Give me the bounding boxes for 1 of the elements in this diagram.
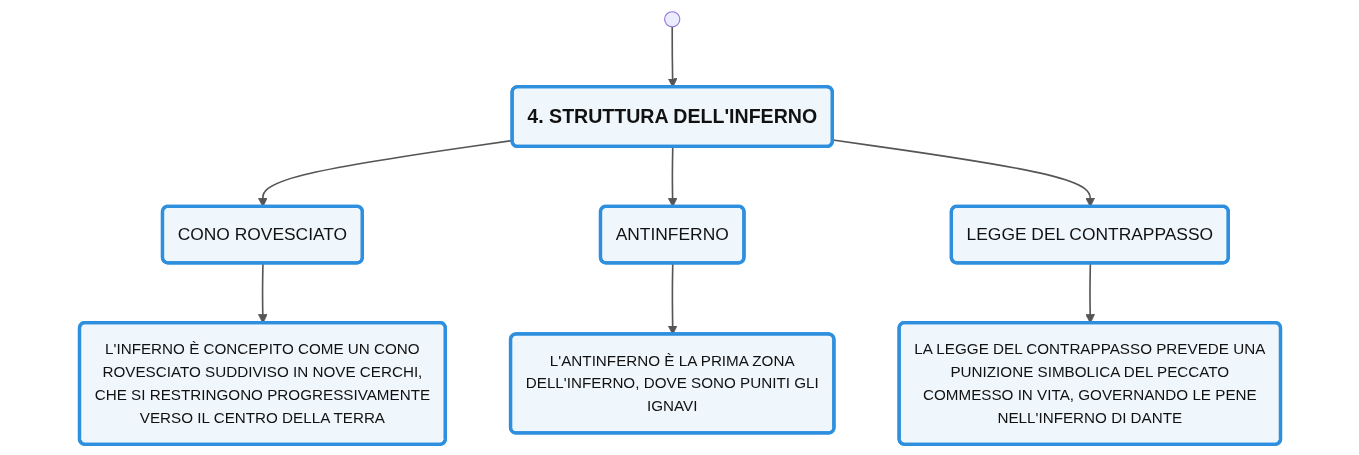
mind-map-diagram: 4. STRUTTURA DELL'INFERNO CONO ROVESCIATO ANTINFERNO LEGGE DEL CONTRAPPASSO L'INFERNO È CONCEPITO COME UN CONO ROVESCIATO SUDDIVISO IN NOVE CERCHI, CHE SI RESTRINGONO PROGRESSIVAMENTE VERSO IL CENTRO DELLA TERRA L'ANTINFERNO È LA PRIMA ZONA DELL'INFERNO, DOVE SONO PUNITI GLI IGNAVI LA LEGGE DEL CONTRAPPASSO PREVEDE UNA PUNIZIONE SIMBOLICA DEL PECCATO COMMESSO IN VITA, GOVERNANDO LE PENE NELL'INFERNO DI DANTE xyxy=(4,2,1355,453)
